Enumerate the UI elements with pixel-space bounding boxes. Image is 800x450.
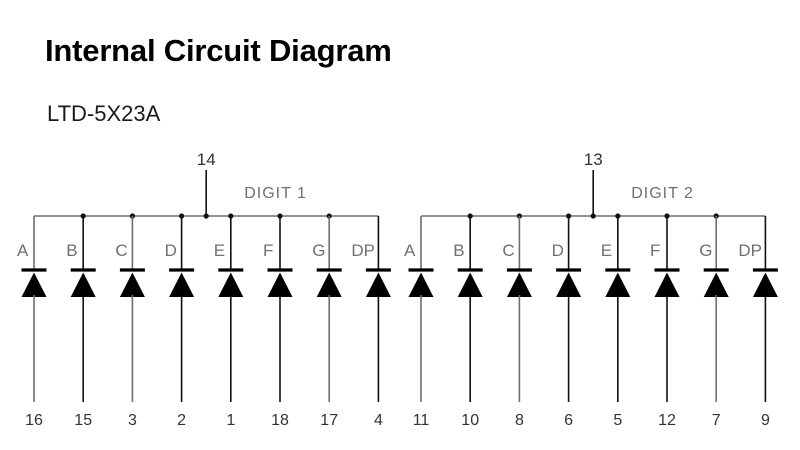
pin-number-label: 2: [177, 412, 186, 429]
segment-label-f: F: [263, 241, 273, 260]
led-diode-symbol: [752, 272, 778, 297]
led-diode-symbol: [267, 272, 293, 297]
led-diode-symbol: [119, 272, 145, 297]
pin-number-label: 3: [128, 412, 137, 429]
pin-number-label: 10: [461, 412, 479, 429]
led-diode-symbol: [506, 272, 532, 297]
pin-number-label: 4: [374, 412, 383, 429]
pin-number-label: 6: [564, 412, 573, 429]
digit-label: DIGIT 1: [244, 185, 307, 202]
digit-label: DIGIT 2: [631, 185, 694, 202]
segment-label-a: A: [404, 241, 416, 260]
pin-number-label: 8: [515, 412, 524, 429]
part-number-label: LTD-5X23A: [47, 101, 161, 126]
segment-label-dp: DP: [738, 241, 762, 260]
led-diode-symbol: [169, 272, 195, 297]
junction-dot: [203, 213, 209, 219]
led-diode-symbol: [408, 272, 434, 297]
segment-label-b: B: [66, 241, 77, 260]
junction-dot: [590, 213, 596, 219]
segment-label-f: F: [650, 241, 660, 260]
led-diode-symbol: [605, 272, 631, 297]
segment-label-d: D: [165, 241, 177, 260]
segment-label-g: G: [699, 241, 712, 260]
led-diode-symbol: [457, 272, 483, 297]
pin-number-label: 16: [25, 412, 43, 429]
led-diode-symbol: [654, 272, 680, 297]
led-diode-symbol: [703, 272, 729, 297]
pin-number-label: 1: [226, 412, 235, 429]
segment-label-d: D: [552, 241, 564, 260]
pin-number-label: 11: [413, 412, 430, 429]
common-pin-number: 13: [584, 150, 603, 169]
led-diode-symbol: [316, 272, 342, 297]
segment-label-e: E: [214, 241, 225, 260]
led-diode-symbol: [21, 272, 47, 297]
pin-number-label: 9: [761, 412, 770, 429]
pin-number-label: 7: [712, 412, 721, 429]
led-diode-symbol: [365, 272, 391, 297]
pin-number-label: 15: [74, 412, 92, 429]
led-diode-symbol: [218, 272, 244, 297]
segment-label-c: C: [115, 241, 127, 260]
pin-number-label: 18: [271, 412, 289, 429]
segment-label-g: G: [312, 241, 325, 260]
common-pin-number: 14: [197, 150, 216, 169]
page-title: Internal Circuit Diagram: [45, 33, 392, 68]
pin-number-label: 5: [613, 412, 622, 429]
led-diode-symbol: [70, 272, 96, 297]
segment-label-c: C: [502, 241, 514, 260]
segment-label-a: A: [17, 241, 29, 260]
segment-label-e: E: [601, 241, 612, 260]
pin-number-label: 17: [320, 412, 338, 429]
segment-label-b: B: [453, 241, 464, 260]
led-diode-symbol: [556, 272, 582, 297]
segment-label-dp: DP: [351, 241, 375, 260]
pin-number-label: 12: [658, 412, 676, 429]
